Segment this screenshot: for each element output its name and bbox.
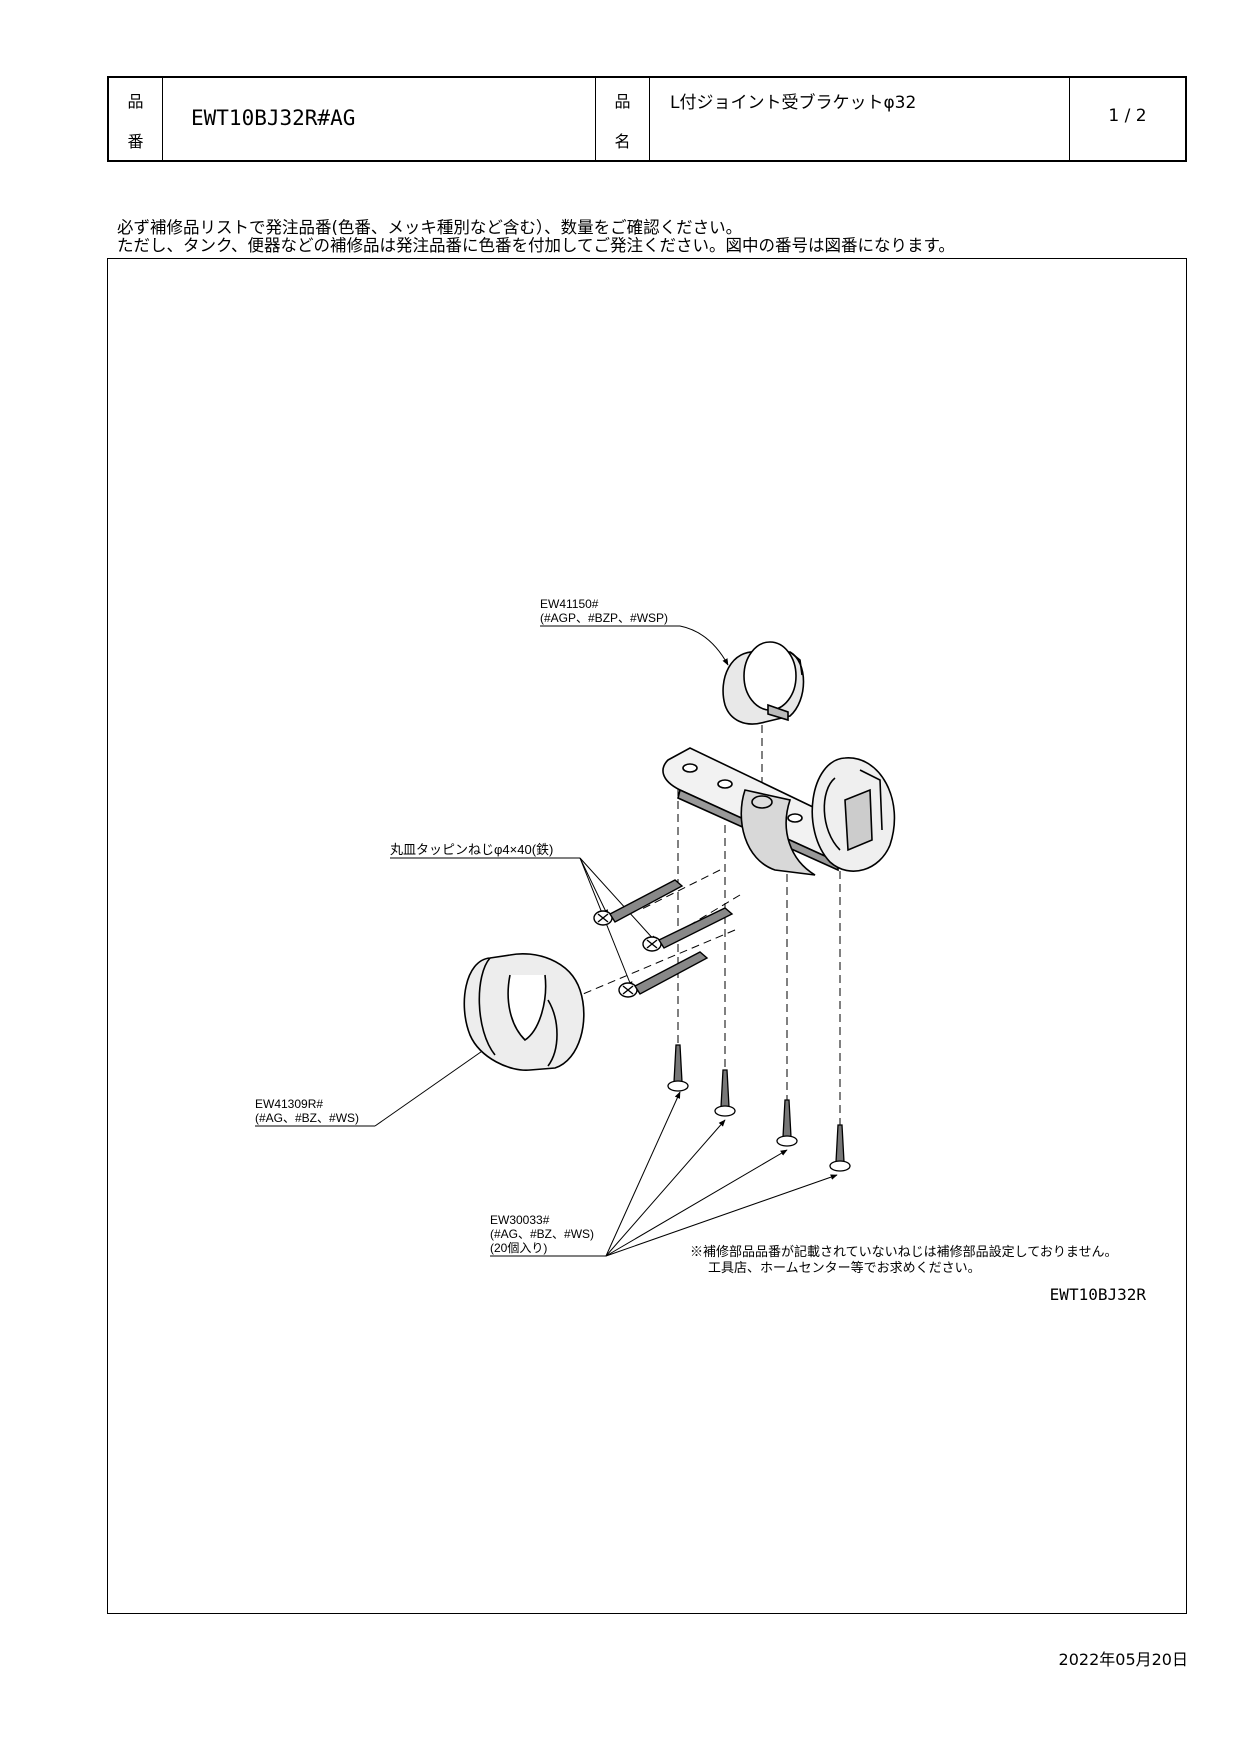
- note-line-2: 工具店、ホームセンター等でお求めください。: [708, 1260, 981, 1275]
- name-label-cell: 品 名: [596, 78, 650, 160]
- tapping-screws: [593, 879, 734, 998]
- part-number: EWT10BJ32R#AG: [191, 106, 356, 130]
- part-no-cell: EWT10BJ32R#AG: [163, 78, 596, 160]
- ring-part-label: EW41150#: [540, 597, 599, 611]
- model-number: EWT10BJ32R: [1050, 1285, 1147, 1304]
- small-screws: [667, 1044, 851, 1172]
- title-block: 品 番 EWT10BJ32R#AG 品 名 L付ジョイント受ブラケットφ32 1…: [107, 76, 1187, 162]
- ring-colors-label: (#AGP、#BZP、#WSP): [540, 611, 668, 625]
- part-no-label-cell: 品 番: [109, 78, 163, 160]
- note-line-1: ※補修部品品番が記載されていないねじは補修部品設定しておりません。: [690, 1244, 1117, 1259]
- small-screw-qty-label: (20個入り): [490, 1241, 547, 1255]
- screw-label: 丸皿タッピンねじφ4×40(鉄): [390, 842, 553, 857]
- bracket: [662, 747, 896, 876]
- part-no-label-top: 品: [127, 92, 144, 111]
- diagram-frame: [107, 258, 1187, 1614]
- issue-date: 2022年05月20日: [1058, 1650, 1188, 1669]
- product-name: L付ジョイント受ブラケットφ32: [670, 93, 917, 113]
- ring-part: [722, 641, 805, 725]
- page-number: 1 / 2: [1108, 106, 1147, 126]
- cover-part: [463, 953, 585, 1071]
- small-screw-colors-label: (#AG、#BZ、#WS): [490, 1227, 594, 1241]
- part-no-label-bottom: 番: [127, 132, 144, 151]
- page-cell: 1 / 2: [1070, 78, 1185, 160]
- name-label-top: 品: [614, 92, 631, 111]
- name-label-bottom: 名: [614, 132, 631, 151]
- cover-colors-label: (#AG、#BZ、#WS): [255, 1111, 359, 1125]
- small-screw-part-label: EW30033#: [490, 1213, 550, 1227]
- cover-part-label: EW41309R#: [255, 1097, 323, 1111]
- product-name-cell: L付ジョイント受ブラケットφ32: [650, 78, 1070, 160]
- notice-line-1: 必ず補修品リストで発注品番(色番、メッキ種別など含む）、数量をご確認ください。: [117, 218, 743, 237]
- notice-line-2: ただし、タンク、便器などの補修品は発注品番に色番を付加してご発注ください。図中の…: [117, 236, 955, 255]
